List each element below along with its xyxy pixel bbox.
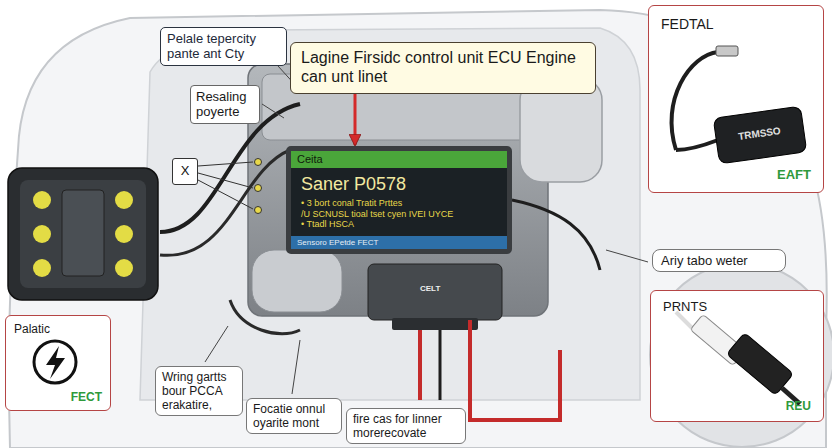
node-text: Saner P0578 — [291, 168, 507, 198]
red-cable — [470, 320, 560, 420]
node-text: Ariy tabo weter — [661, 253, 777, 268]
lower-ecu-module — [368, 264, 502, 320]
node-text: Pelale tepercity pante ant Cty — [167, 31, 280, 62]
module-label: CELT — [420, 284, 440, 293]
scanner-button — [115, 259, 133, 277]
node-text: Ceita — [291, 151, 507, 168]
node-text: Lagine Firsidc control unit ECU Engine c… — [301, 49, 585, 87]
ecu-connector — [392, 318, 478, 330]
plug-tip — [716, 46, 738, 56]
callout-box: Resaling poyerte — [190, 85, 260, 124]
leader-line — [262, 104, 284, 118]
node-text: X — [173, 163, 197, 178]
node-text: Resaling poyerte — [196, 89, 254, 120]
wheel — [650, 263, 832, 447]
node-text: Palatic — [14, 322, 102, 336]
cable — [676, 140, 718, 150]
inset-box: FEDTAL EAFT — [648, 5, 824, 193]
scanner-display — [62, 190, 104, 276]
inset-panel — [648, 5, 824, 193]
callout-box: fire cas for linner morerecovate — [346, 408, 466, 444]
label-text: CELT — [420, 284, 440, 293]
label-text: TRMSSO — [737, 125, 781, 142]
node-text: Sensoro EPetde FECT — [291, 236, 507, 249]
tag-text: FECT — [71, 390, 102, 404]
scanner-device — [8, 168, 158, 300]
leader-line — [198, 180, 253, 209]
cable — [672, 52, 718, 150]
arrow-connector — [354, 94, 357, 145]
scanner-screen: CeitaSaner P0578• 3 bort conal Tratit Pr… — [286, 146, 512, 254]
connector-dot — [255, 159, 262, 166]
black-connector — [726, 333, 793, 396]
tag-text: EAFT — [777, 167, 811, 182]
inset-box: PalaticFECT — [5, 315, 111, 411]
node-text: fire cas for linner morerecovate — [353, 412, 459, 440]
inset-panel — [5, 315, 111, 411]
callout-box: Pelale tepercity pante ant Cty — [160, 27, 287, 66]
wire — [512, 200, 600, 270]
scanner-button — [115, 191, 133, 209]
scanner-button — [33, 191, 51, 209]
connector-dot — [255, 185, 262, 192]
callout-box: Ariy tabo weter — [652, 249, 786, 272]
node-text: FEDTAL — [661, 16, 811, 33]
leader-line — [198, 173, 253, 188]
scanner-panel — [20, 180, 146, 288]
tag-text: REU — [786, 399, 811, 413]
ecu-callout-box: Lagine Firsidc control unit ECU Engine c… — [290, 42, 596, 94]
node-text: • Ttadl HSCA — [291, 219, 507, 236]
leader-line — [292, 340, 300, 394]
lightning-bolt — [46, 346, 65, 379]
leader-line — [198, 162, 253, 166]
inset-panel — [650, 290, 824, 422]
node-text: PRNTS — [663, 299, 811, 314]
node-text: /U SCNUSL tioal tset cyen IVEI UYCE — [291, 209, 507, 220]
node-text: • 3 bort conal Tratit Prttes — [291, 198, 507, 209]
power-icon-ring — [34, 341, 76, 383]
callout-box: Wring gartts bour PCCA erakatire, — [155, 366, 243, 416]
leader-line — [205, 326, 228, 362]
symbol-box: X — [172, 158, 198, 185]
engine-bay — [140, 28, 640, 400]
callout-box: Focatie onnul oyarite mont — [246, 398, 342, 434]
inset-box: PRNTS REU — [650, 290, 824, 422]
wire — [160, 150, 290, 255]
wire — [230, 300, 300, 334]
node-text: Focatie onnul oyarite mont — [253, 402, 335, 430]
scanner-button — [33, 225, 51, 243]
scanner-button — [33, 259, 51, 277]
pulley-housing — [252, 250, 342, 312]
black-cable — [439, 330, 442, 400]
obd-adapter — [713, 106, 807, 164]
leader-line — [606, 250, 648, 262]
scanner-button — [115, 225, 133, 243]
node-text: Wring gartts bour PCCA erakatire, — [162, 370, 236, 412]
connector-dot — [255, 207, 262, 214]
device-label: TRMSSO — [737, 125, 781, 142]
red-cable — [418, 330, 422, 400]
